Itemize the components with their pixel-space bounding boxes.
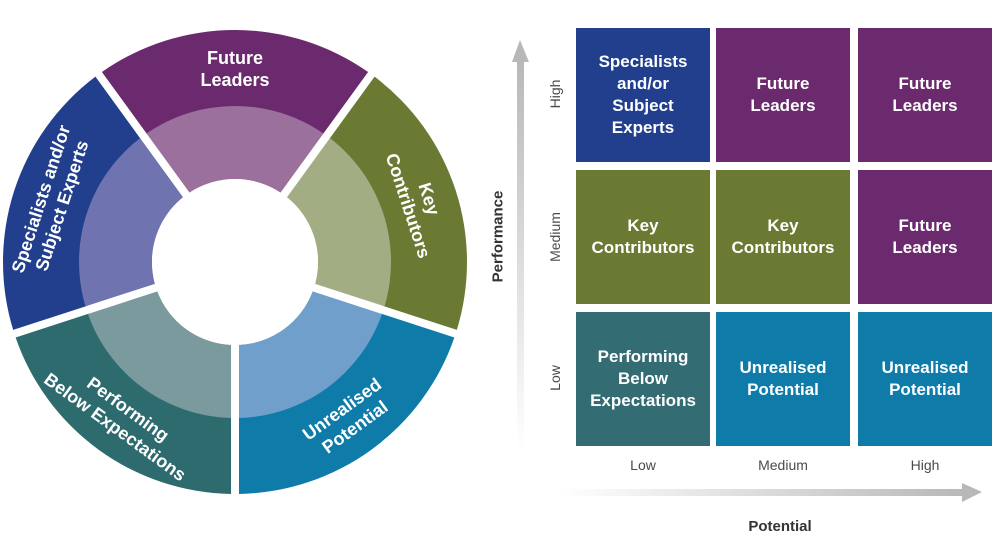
wheel-label-line: Future <box>207 48 263 68</box>
wheel-segment-unrealised-potential <box>238 313 455 494</box>
wheel-center <box>152 179 318 345</box>
y-tick-low: Low <box>547 365 563 391</box>
y-tick-high: High <box>547 79 563 109</box>
grid-cell-r0-c2: Future Leaders <box>858 28 992 162</box>
grid-cell-r0-c1: Future Leaders <box>716 28 850 162</box>
wheel-inner-specialists <box>79 138 184 307</box>
wheel-segment-key-contributors <box>329 76 467 330</box>
grid-cell-r2-c2: Unrealised Potential <box>858 312 992 446</box>
x-tick-high: High <box>910 457 940 473</box>
potential-axis-title: Potential <box>748 518 812 535</box>
grid-cell-r2-c1: Unrealised Potential <box>716 312 850 446</box>
x-tick-medium: Medium <box>758 457 808 473</box>
performance-axis-arrow <box>512 40 529 450</box>
grid-cell-r0-c0: Specialists and/or Subject Experts <box>576 28 710 162</box>
potential-axis-arrow <box>560 483 982 502</box>
performance-axis-title: Performance <box>489 190 507 283</box>
wheel-segment-specialists <box>2 76 141 330</box>
wheel-inner-key-contributors <box>286 138 391 307</box>
wheel-inner-future-leaders <box>146 105 324 193</box>
wheel-inner-unrealised-potential <box>238 291 383 418</box>
x-tick-low: Low <box>630 457 656 473</box>
wheel-label-line: Leaders <box>200 70 269 90</box>
wheel-segment-performing-below <box>15 313 232 494</box>
wheel-inner-performing-below <box>87 291 232 418</box>
grid-cell-r1-c1: Key Contributors <box>716 170 850 304</box>
grid-cell-r1-c0: Key Contributors <box>576 170 710 304</box>
grid-cell-r1-c2: Future Leaders <box>858 170 992 304</box>
wheel-segment-future-leaders <box>101 29 369 135</box>
grid-cell-r2-c0: Performing Below Expectations <box>576 312 710 446</box>
y-tick-medium: Medium <box>547 212 563 262</box>
